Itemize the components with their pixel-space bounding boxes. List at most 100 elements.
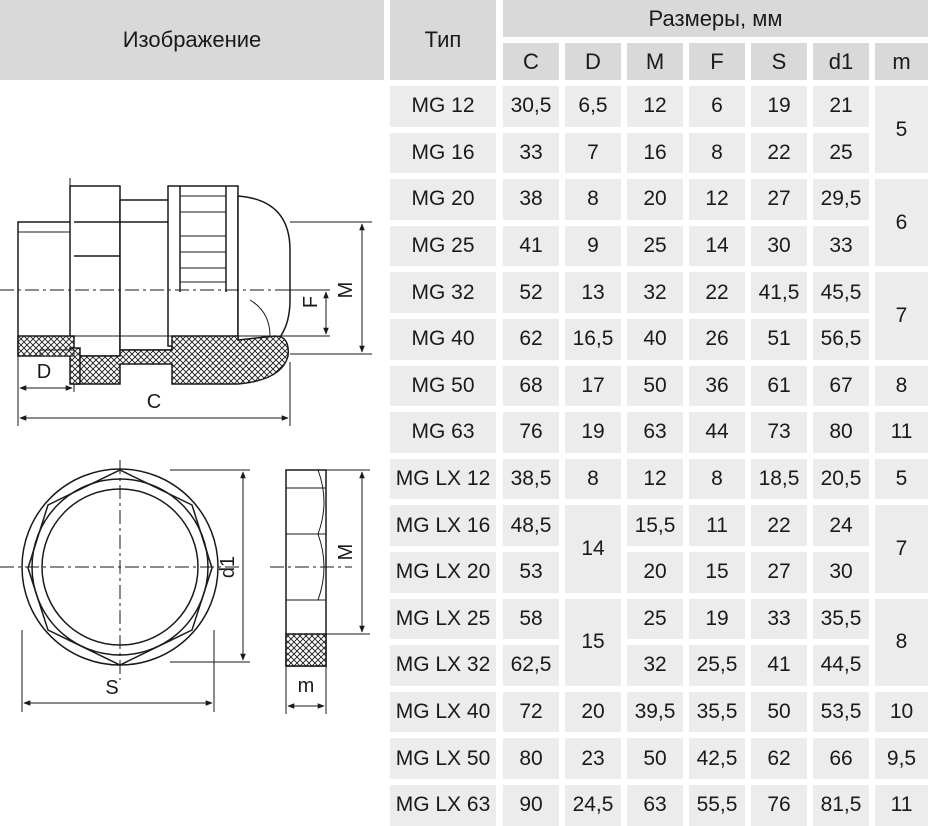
cell-m: 7 xyxy=(875,505,928,593)
cell-M: 25 xyxy=(627,225,683,267)
cell-C: 72 xyxy=(503,691,559,733)
cell-d1: 35,5 xyxy=(813,598,869,640)
cell-D: 23 xyxy=(565,738,621,779)
front-d1-label: d1 xyxy=(217,556,239,578)
image-column-header-label: Изображение xyxy=(122,27,262,52)
cell-S: 27 xyxy=(751,179,807,220)
type-cell: MG 32 xyxy=(390,272,496,313)
image-column-header: Изображение xyxy=(0,0,384,80)
cell-F: 6 xyxy=(689,86,745,127)
type-column-header-label: Тип xyxy=(424,27,462,52)
cell-C: 30,5 xyxy=(503,86,559,127)
type-cell: MG 50 xyxy=(390,365,496,407)
cell-m: 9,5 xyxy=(875,738,928,779)
cell-m: 5 xyxy=(875,86,928,174)
cell-F: 36 xyxy=(689,365,745,407)
cell-M: 63 xyxy=(627,785,683,826)
cell-C: 53 xyxy=(503,552,559,593)
cell-F: 22 xyxy=(689,272,745,313)
cell-S: 41,5 xyxy=(751,272,807,313)
cell-M: 32 xyxy=(627,645,683,686)
cell-m: 7 xyxy=(875,272,928,360)
cell-F: 15 xyxy=(689,552,745,593)
type-cell: MG LX 40 xyxy=(390,691,496,733)
side-D-label: D xyxy=(37,361,51,383)
type-cell: MG LX 20 xyxy=(390,552,496,593)
cell-S: 62 xyxy=(751,738,807,779)
cell-d1: 81,5 xyxy=(813,785,869,826)
cell-S: 73 xyxy=(751,412,807,453)
cell-D: 8 xyxy=(565,458,621,500)
cell-m: 8 xyxy=(875,598,928,686)
cell-F: 26 xyxy=(689,319,745,360)
cell-D: 20 xyxy=(565,691,621,733)
dimensions-group-header-label: Размеры, мм xyxy=(648,5,783,31)
cell-M: 32 xyxy=(627,272,683,313)
cell-F: 8 xyxy=(689,458,745,500)
cell-D: 6,5 xyxy=(565,86,621,127)
cell-d1: 24 xyxy=(813,505,869,546)
cell-d1: 30 xyxy=(813,552,869,593)
cell-M: 50 xyxy=(627,365,683,407)
column-header-S: S xyxy=(751,43,807,80)
cell-F: 14 xyxy=(689,225,745,267)
cell-m: 11 xyxy=(875,785,928,826)
cell-D: 24,5 xyxy=(565,785,621,826)
cell-D: 9 xyxy=(565,225,621,267)
cell-S: 27 xyxy=(751,552,807,593)
cell-C: 52 xyxy=(503,272,559,313)
type-cell: MG 40 xyxy=(390,319,496,360)
column-header-m: m xyxy=(875,43,928,80)
cell-d1: 29,5 xyxy=(813,179,869,220)
cell-d1: 44,5 xyxy=(813,645,869,686)
cell-S: 51 xyxy=(751,319,807,360)
cell-D: 16,5 xyxy=(565,319,621,360)
cell-M: 39,5 xyxy=(627,691,683,733)
cell-F: 42,5 xyxy=(689,738,745,779)
cell-M: 40 xyxy=(627,319,683,360)
dimensions-group-header: Размеры, мм xyxy=(503,0,928,37)
cell-m: 8 xyxy=(875,365,928,407)
cell-S: 61 xyxy=(751,365,807,407)
cell-d1: 45,5 xyxy=(813,272,869,313)
cell-D: 13 xyxy=(565,272,621,313)
cell-C: 38,5 xyxy=(503,458,559,500)
cell-S: 19 xyxy=(751,86,807,127)
cell-F: 11 xyxy=(689,505,745,546)
cell-d1: 33 xyxy=(813,225,869,267)
cell-C: 41 xyxy=(503,225,559,267)
type-cell: MG 25 xyxy=(390,225,496,267)
cell-C: 62 xyxy=(503,319,559,360)
cell-D-merged: 14 xyxy=(565,505,621,593)
cell-F: 19 xyxy=(689,598,745,640)
cell-d1: 25 xyxy=(813,132,869,174)
cell-S: 76 xyxy=(751,785,807,826)
cable-gland-side-view xyxy=(17,178,291,385)
cell-F: 35,5 xyxy=(689,691,745,733)
cell-m: 5 xyxy=(875,458,928,500)
cell-d1: 66 xyxy=(813,738,869,779)
cell-S: 30 xyxy=(751,225,807,267)
cell-C: 90 xyxy=(503,785,559,826)
cell-C: 62,5 xyxy=(503,645,559,686)
column-header-F: F xyxy=(689,43,745,80)
cell-M: 16 xyxy=(627,132,683,174)
cell-d1: 67 xyxy=(813,365,869,407)
cell-S: 50 xyxy=(751,691,807,733)
cell-d1: 56,5 xyxy=(813,319,869,360)
type-cell: MG 12 xyxy=(390,86,496,127)
cell-d1: 80 xyxy=(813,412,869,453)
cell-C: 48,5 xyxy=(503,505,559,546)
side-C-label: C xyxy=(147,391,161,413)
type-cell: MG LX 16 xyxy=(390,505,496,546)
cell-D: 19 xyxy=(565,412,621,453)
cell-M: 50 xyxy=(627,738,683,779)
cell-M: 63 xyxy=(627,412,683,453)
cell-d1: 21 xyxy=(813,86,869,127)
cell-F: 25,5 xyxy=(689,645,745,686)
nut-side-view xyxy=(285,469,327,667)
cell-C: 80 xyxy=(503,738,559,779)
cell-M: 15,5 xyxy=(627,505,683,546)
column-header-D: D xyxy=(565,43,621,80)
column-header-C: C xyxy=(503,43,559,80)
